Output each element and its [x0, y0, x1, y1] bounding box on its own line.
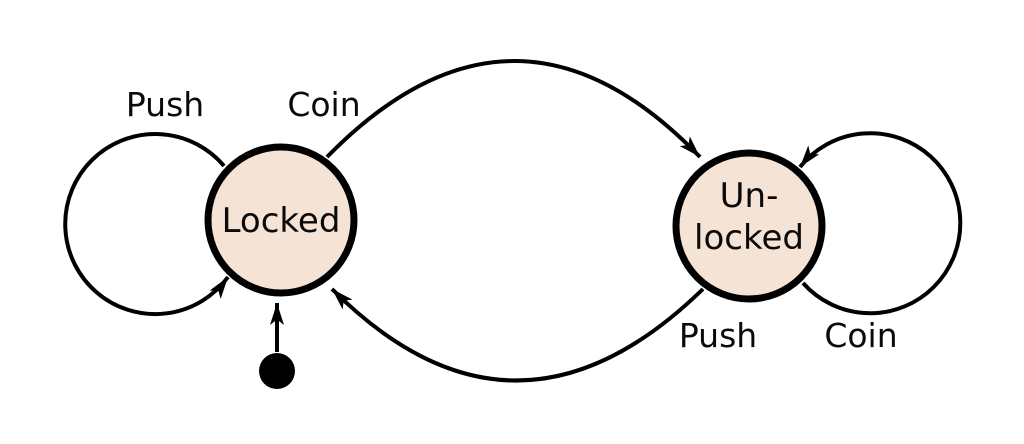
initial-state-dot: [259, 353, 295, 389]
transition-coin-locked-to-unlocked: [325, 59, 702, 159]
state-label-unlocked-line1: Un-: [720, 176, 779, 216]
transition-label-push-left: Push: [126, 85, 204, 124]
state-label-locked: Locked: [222, 201, 341, 241]
state-node-unlocked: [672, 149, 826, 303]
transition-label-coin-right: Coin: [824, 316, 897, 355]
transition-coin-self-loop-unlocked: [798, 131, 963, 316]
transition-label-push-bottom: Push: [679, 316, 757, 355]
state-node-locked: [204, 143, 358, 297]
transition-push-self-loop-locked: [63, 132, 230, 317]
transition-push-unlocked-to-locked: [330, 287, 705, 383]
transition-label-coin-top: Coin: [287, 85, 360, 124]
state-label-unlocked-line2: locked: [694, 218, 804, 258]
